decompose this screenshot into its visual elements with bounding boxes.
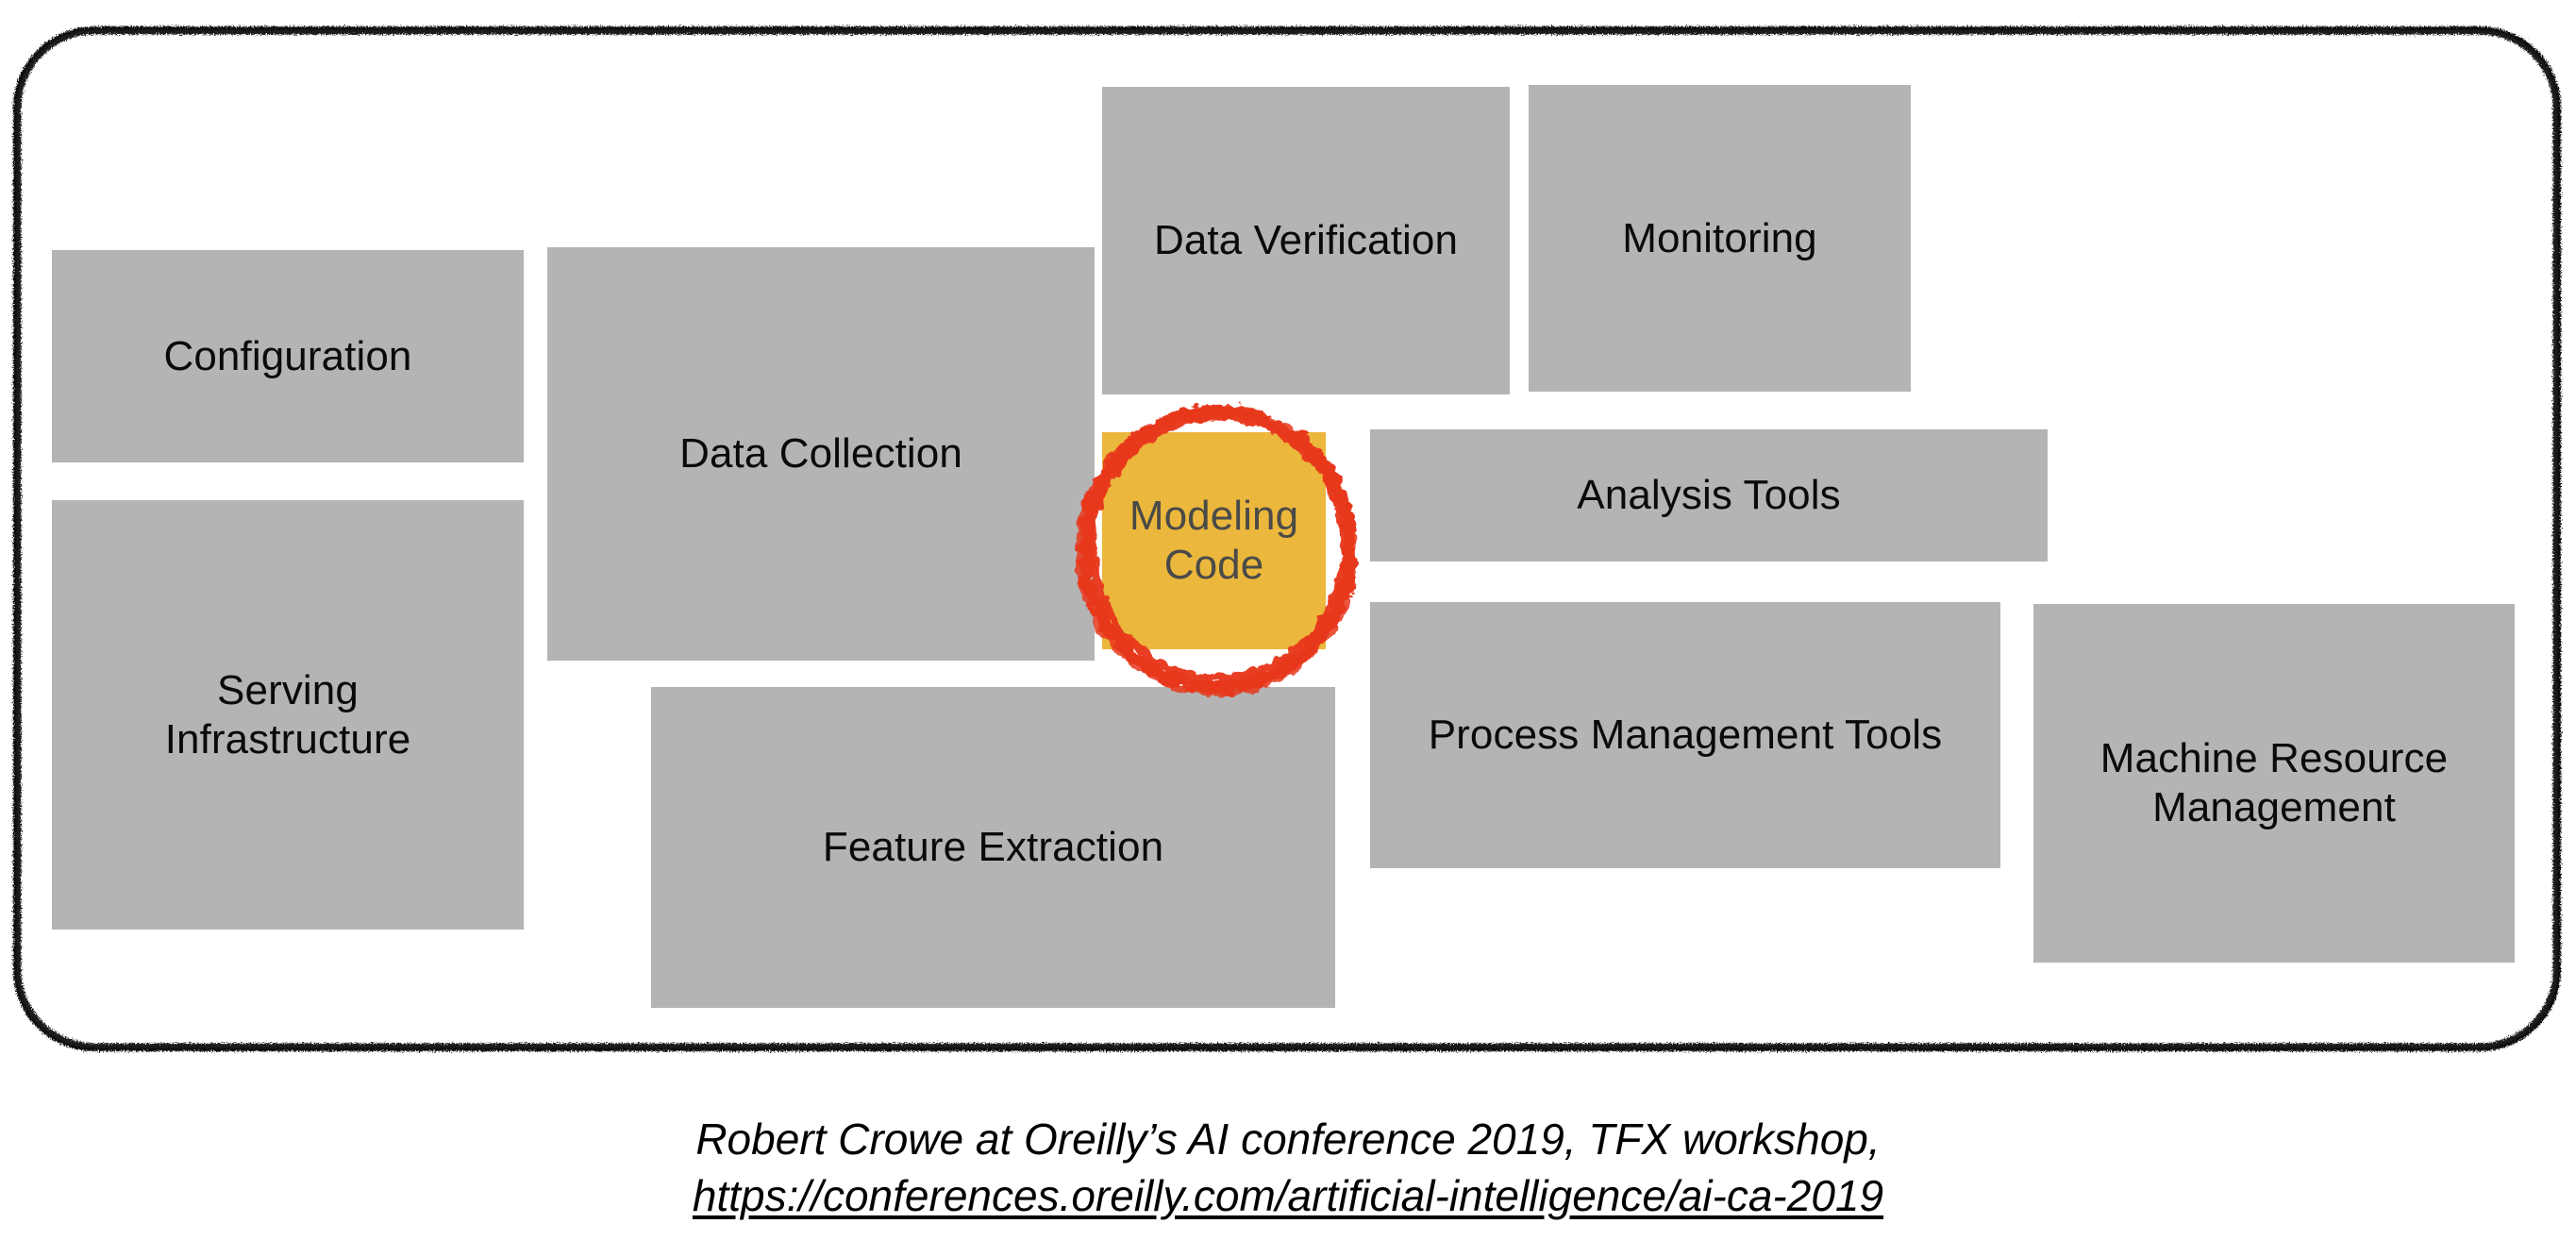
- box-label: Modeling Code: [1129, 493, 1299, 588]
- box-monitoring[interactable]: Monitoring: [1529, 85, 1911, 392]
- box-feature-extraction[interactable]: Feature Extraction: [651, 687, 1335, 1008]
- box-label: Process Management Tools: [1428, 712, 1943, 759]
- box-label: Machine Resource Management: [2099, 735, 2449, 830]
- box-configuration[interactable]: Configuration: [52, 250, 524, 462]
- box-label: Monitoring: [1622, 214, 1817, 261]
- caption-url-link[interactable]: https://conferences.oreilly.com/artifici…: [692, 1170, 1884, 1220]
- box-label: Data Collection: [679, 430, 962, 478]
- box-label: Feature Extraction: [822, 824, 1164, 871]
- box-analysis-tools[interactable]: Analysis Tools: [1370, 429, 2048, 561]
- box-data-collection[interactable]: Data Collection: [547, 247, 1095, 661]
- box-machine-resource-management[interactable]: Machine Resource Management: [2033, 604, 2515, 963]
- caption-link-line: https://conferences.oreilly.com/artifici…: [0, 1168, 2576, 1225]
- box-data-verification[interactable]: Data Verification: [1102, 87, 1510, 394]
- box-modeling-code[interactable]: Modeling Code: [1102, 432, 1326, 649]
- box-label: Configuration: [163, 332, 412, 379]
- box-label: Data Verification: [1153, 217, 1459, 264]
- box-label: Serving Infrastructure: [164, 666, 411, 763]
- caption: Robert Crowe at Oreilly’s AI conference …: [0, 1112, 2576, 1225]
- box-label: Analysis Tools: [1577, 472, 1841, 519]
- caption-line-1: Robert Crowe at Oreilly’s AI conference …: [695, 1115, 1881, 1164]
- box-serving-infrastructure[interactable]: Serving Infrastructure: [52, 500, 524, 930]
- box-process-management-tools[interactable]: Process Management Tools: [1370, 602, 2000, 868]
